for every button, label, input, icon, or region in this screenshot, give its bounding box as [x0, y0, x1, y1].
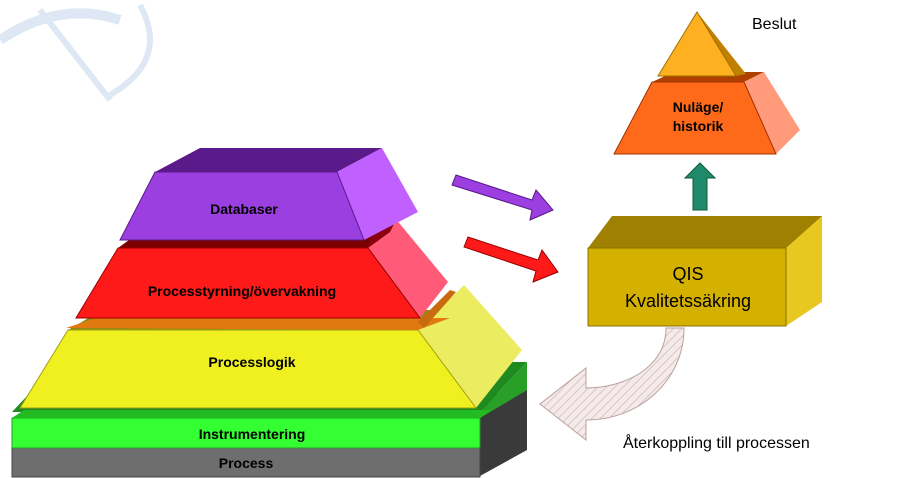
beslut-apex — [657, 11, 746, 77]
qis-title: QIS — [672, 264, 703, 284]
feedback-label: Återkoppling till processen — [623, 433, 810, 452]
orange-ledge — [66, 318, 450, 330]
arrow-databaser-to-qis — [451, 174, 554, 221]
databaser-label: Databaser — [210, 201, 278, 217]
nulage-label-line2: historik — [673, 118, 724, 134]
instrumentering-label: Instrumentering — [199, 426, 306, 442]
watermark-decoration — [0, 3, 153, 102]
arrow-processtyrning-to-qis — [463, 236, 559, 283]
qis-box: QIS Kvalitetssäkring — [587, 216, 822, 327]
feedback-arrow — [539, 327, 685, 442]
layer-databaser: Databaser — [119, 148, 418, 241]
nulage-label-line1: Nuläge/ — [673, 99, 724, 115]
qis-subtitle: Kvalitetssäkring — [625, 291, 751, 311]
processtyrning-label: Processtyrning/övervakning — [148, 283, 336, 299]
beslut-label: Beslut — [752, 16, 797, 33]
processlogik-label: Processlogik — [208, 354, 295, 370]
process-label: Process — [219, 455, 274, 471]
orange-ledge-side — [418, 290, 456, 328]
arrow-qis-to-nulage — [683, 162, 717, 211]
layer-process: Process — [11, 380, 527, 478]
nulage-block: Nuläge/ historik — [613, 72, 800, 155]
